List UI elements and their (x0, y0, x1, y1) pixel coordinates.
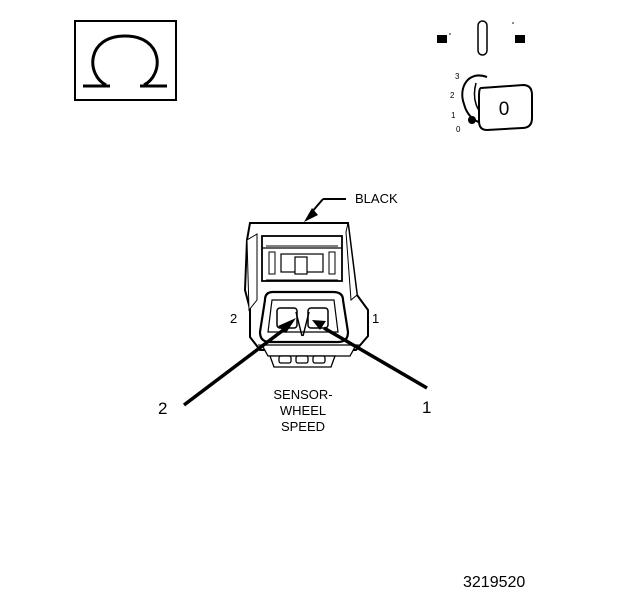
ohmmeter-frame (74, 20, 177, 101)
cavity-label-2: 2 (230, 311, 237, 326)
ignition-position-2: 2 (450, 91, 455, 100)
ohm-icon (83, 34, 167, 88)
color-label: BLACK (355, 191, 398, 206)
indicator-right (515, 35, 525, 43)
component-label: SENSOR- WHEEL SPEED (273, 387, 332, 434)
ohmmeter-symbol (74, 20, 177, 101)
leader-line-1 (312, 320, 428, 390)
key-icon (461, 74, 533, 132)
ignition-position-3: 3 (455, 72, 460, 81)
ignition-switch-symbol: 0 3 2 1 0 (437, 20, 533, 134)
slot-indicator (477, 20, 488, 56)
callout-arrowhead (304, 208, 318, 222)
ignition-position-0: 0 (456, 125, 461, 134)
leader-label-1: 1 (422, 398, 431, 417)
figure-number: 3219520 (463, 574, 525, 591)
leader-line-2 (182, 318, 296, 407)
indicator-left (437, 35, 447, 43)
leader-label-2: 2 (158, 399, 167, 418)
ignition-position-1: 1 (451, 111, 456, 120)
component-label-line-1: SENSOR- (273, 387, 332, 402)
component-label-line-3: SPEED (281, 419, 325, 434)
component-label-line-2: WHEEL (280, 403, 326, 418)
key-position-label: 0 (499, 99, 510, 120)
color-callout: BLACK (304, 191, 398, 222)
cavity-label-1: 1 (372, 311, 379, 326)
